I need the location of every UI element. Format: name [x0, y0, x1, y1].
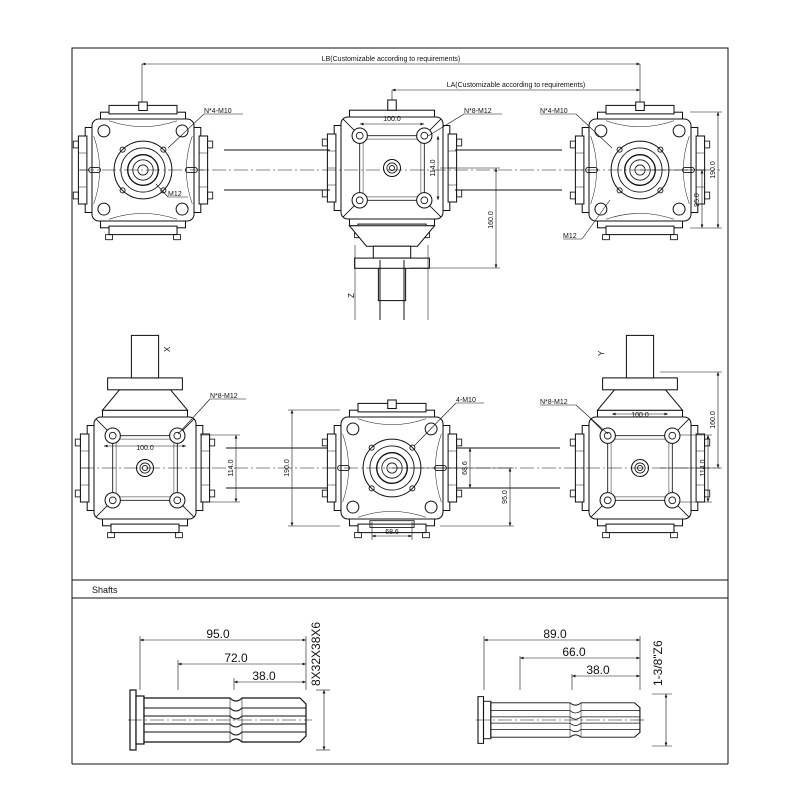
shafts-header-band: [71, 579, 729, 599]
gearbox-top-center: [321, 99, 463, 302]
shaft-letter-z: Z: [347, 293, 356, 298]
callout-bottom-center-4m10: 4-M10: [456, 397, 476, 404]
dim-top-right-95: 95.0: [694, 193, 701, 207]
shaft-right-38: 38.0: [586, 663, 610, 677]
shaft-right-89: 89.0: [543, 627, 567, 641]
la-label: LA(Customizable according to requirement…: [447, 82, 586, 89]
callout-top-left-n4m10: N*4-M10: [204, 108, 232, 115]
shaft-right-spec: 1-3/8"Z6: [651, 640, 665, 686]
callout-top-left-m12: M12: [168, 191, 182, 198]
shaft-right-66: 66.0: [562, 645, 586, 659]
dim-top-center-100: 100.0: [383, 116, 401, 123]
callout-top-right-n4m10: N*4-M10: [540, 108, 568, 115]
gearbox-bottom-center: [321, 399, 463, 539]
gearbox-bottom-left: [74, 334, 216, 539]
dim-bottom-center-68h: 68.6: [385, 529, 399, 536]
dim-bottom-center-95: 95.0: [502, 490, 509, 504]
shaft-right: 89.0 66.0 38.0 1-3/8"Z6: [476, 627, 672, 747]
dim-bottom-right-100: 100.0: [631, 412, 649, 419]
lb-label: LB(Customizable according to requirement…: [322, 56, 461, 63]
gearbox-bottom-right: [569, 334, 711, 539]
shaft-left-95: 95.0: [206, 627, 230, 641]
shaft-letter-y: Y: [597, 350, 606, 356]
gearbox-top-right: [569, 101, 711, 241]
shaft-left-spec: 8X32X38X6: [309, 622, 323, 686]
shaft-left: 95.0 72.0 38.0 8X32X38X6: [128, 622, 330, 751]
shaft-left-38: 38.0: [252, 669, 276, 683]
dim-bottom-left-100: 100.0: [136, 445, 154, 452]
gearbox-top-left: [72, 101, 214, 241]
callout-bottom-right-n8m12: N*8-M12: [540, 399, 568, 406]
dim-top-center-160: 160.0: [488, 211, 495, 229]
dim-bottom-left-114: 114.0: [228, 459, 235, 476]
shafts-title: Shafts: [92, 585, 118, 595]
callout-bottom-left-n8m12: N*8-M12: [210, 393, 238, 400]
dim-bottom-right-160: 160.0: [710, 411, 717, 429]
shaft-left-72: 72.0: [224, 651, 248, 665]
callout-top-right-m12: M12: [563, 233, 577, 240]
la-dimension: LA(Customizable according to requirement…: [391, 82, 640, 110]
shaft-letter-x: X: [163, 346, 172, 352]
dim-top-center-114: 114.0: [430, 159, 437, 176]
callout-top-center-n8m12: N*8-M12: [464, 108, 492, 115]
